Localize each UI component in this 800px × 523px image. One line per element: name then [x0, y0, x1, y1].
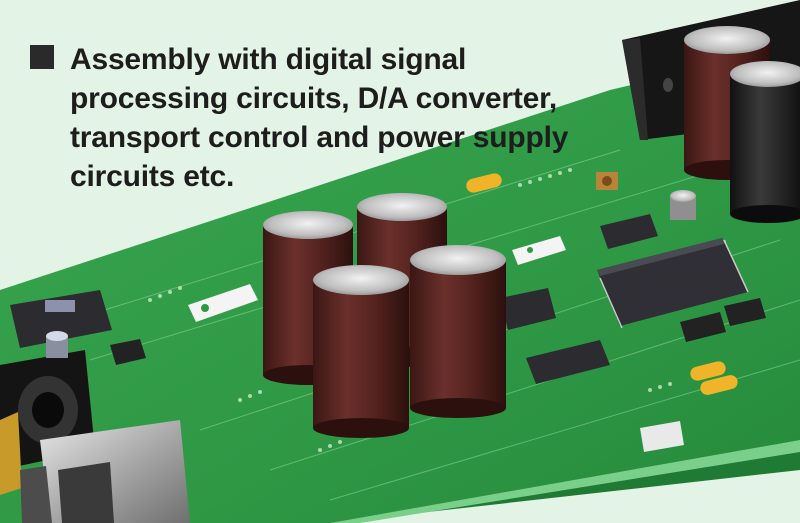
caption-line: Assembly with digital signal — [70, 43, 467, 76]
caption-line: processing circuits, D/A converter, — [70, 82, 558, 115]
caption-line: transport control and power supply — [70, 121, 569, 154]
square-bullet-icon — [30, 45, 54, 69]
caption: Assembly with digital signal processing … — [30, 40, 590, 196]
caption-line: circuits etc. — [70, 160, 235, 193]
caption-text: Assembly with digital signal processing … — [30, 40, 590, 196]
